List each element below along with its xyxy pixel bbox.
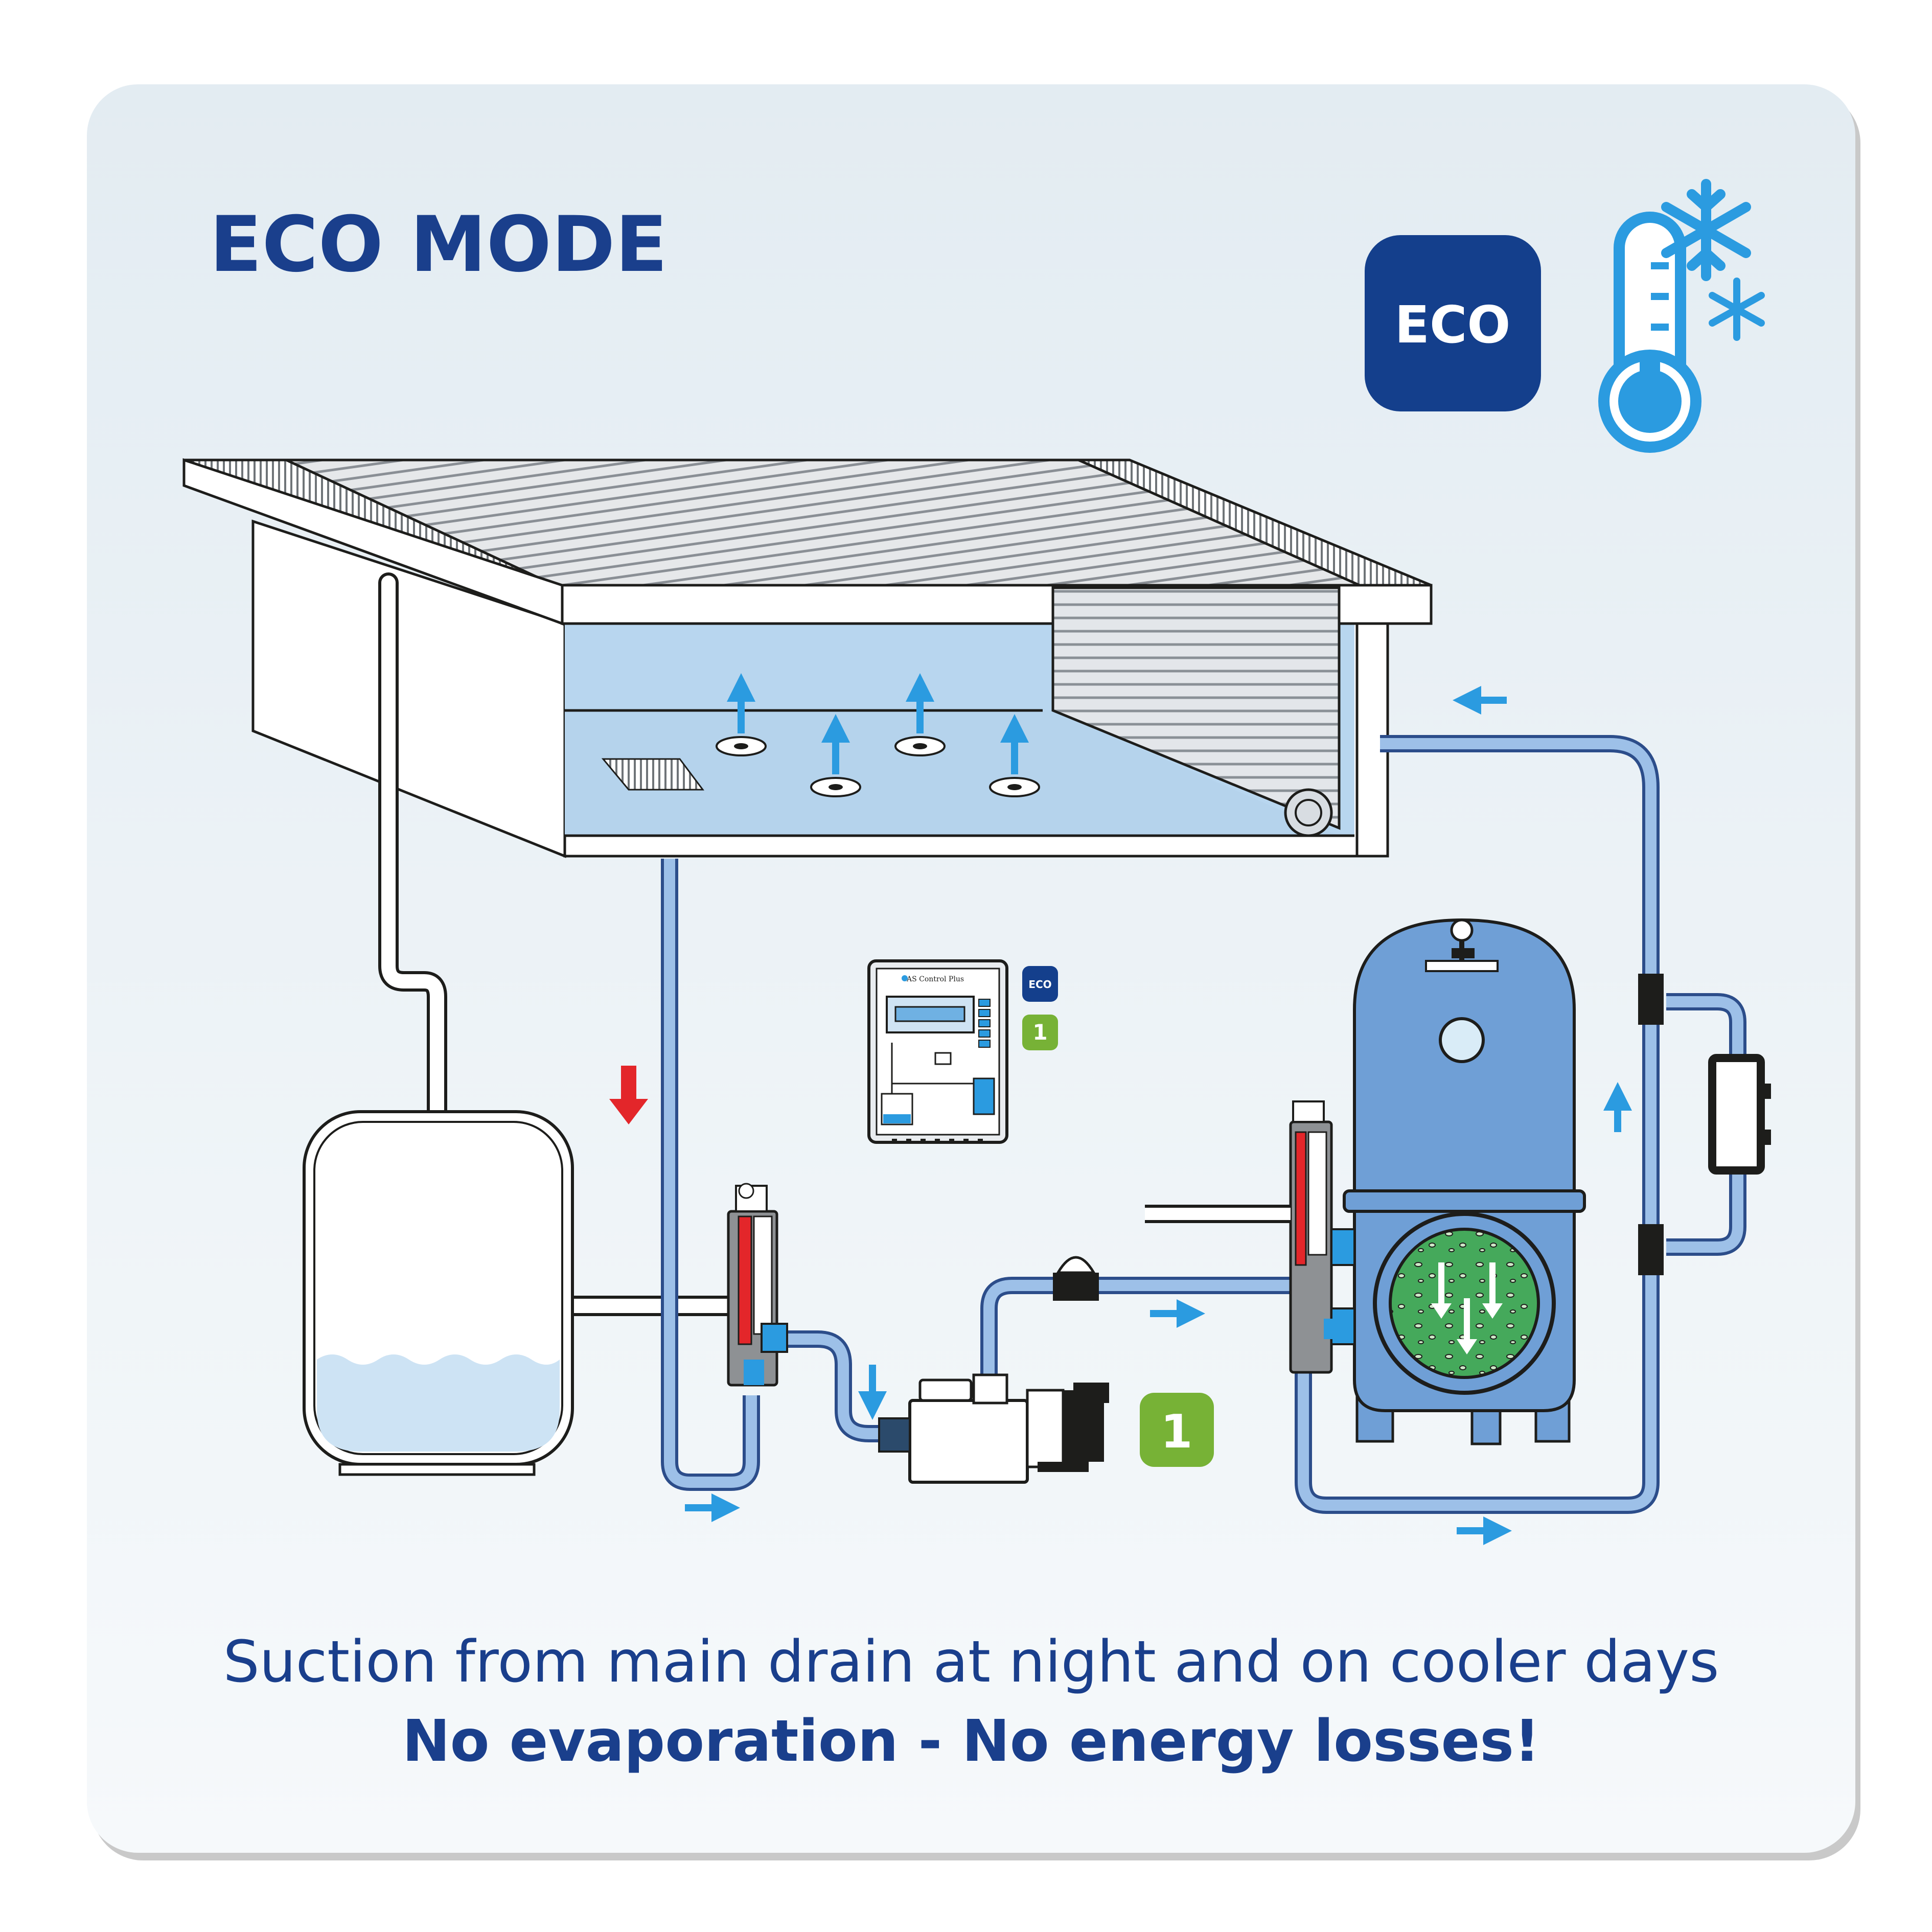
controller-eco-badge: ECO (1022, 966, 1058, 1002)
snowflake-icon (1661, 179, 1751, 281)
sand-filter (1343, 918, 1586, 1445)
caption-line-1: Suction from main drain at night and on … (223, 1629, 1719, 1695)
page-title: ECO MODE (210, 200, 668, 289)
pump-suction-pipe (777, 1330, 910, 1442)
flow-arrow-icon (685, 686, 1632, 1545)
uv-lamp (1708, 1054, 1771, 1175)
check-valve (1638, 1224, 1664, 1275)
suction-valve (727, 1183, 788, 1387)
balance-tank (303, 1110, 574, 1476)
eco-mode-badge: ECO (1365, 235, 1541, 411)
filter-return-pipe (1295, 735, 1660, 1514)
overflow-pipe (378, 572, 447, 1124)
pump-step-label: 1 (1161, 1405, 1193, 1459)
controller-step-label: 1 (1032, 1020, 1047, 1045)
inlet-flow-arrows (727, 673, 1029, 774)
thermometer-icon (1598, 212, 1701, 453)
filter-valve (1289, 1100, 1355, 1374)
controller-step-badge: 1 (1022, 1015, 1058, 1050)
circulation-pump (878, 1373, 1109, 1484)
main-drain-pipe (661, 859, 760, 1491)
pump-discharge-pipe (980, 1277, 1308, 1390)
pump-step-badge: 1 (1140, 1393, 1214, 1467)
pressure-gauge-icon (1450, 918, 1475, 961)
as-control-plus-unit: AS Control Plus (867, 959, 1008, 1144)
filter-media-arrows (1431, 1262, 1503, 1354)
pump-check-valve (1053, 1256, 1099, 1301)
eco-badge-label: ECO (1395, 295, 1511, 355)
red-suction-arrow (609, 1066, 648, 1124)
swimming-pool (182, 458, 1433, 858)
caption-line-2: No evaporation - No energy losses! (402, 1708, 1540, 1775)
controller-label: AS Control Plus (906, 975, 964, 983)
tank-water (317, 1354, 560, 1452)
cover-roller (1284, 788, 1333, 837)
check-valve (1638, 974, 1664, 1025)
controller-eco-label: ECO (1028, 978, 1051, 991)
snowflake-small-icon (1709, 278, 1765, 341)
sight-glass (1439, 1017, 1485, 1063)
